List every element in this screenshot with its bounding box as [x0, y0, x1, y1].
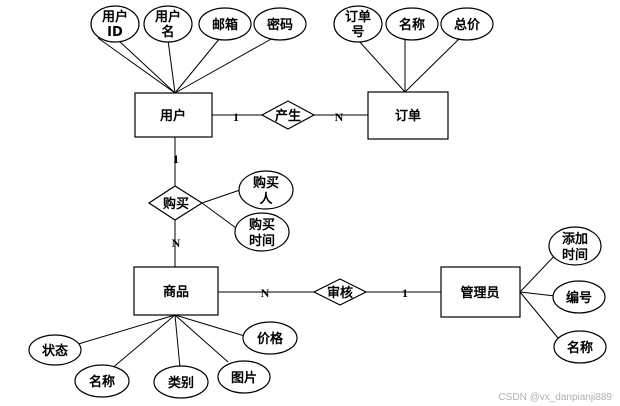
attribute-category: 类别 [153, 365, 209, 399]
relationship-produce-label: 产生 [275, 108, 301, 124]
entity-product: 商品 [133, 266, 219, 316]
watermark-text: CSDN @vx_danpianji889 [498, 392, 612, 403]
attribute-total-price: 总价 [440, 7, 494, 41]
cardinality-produce-order: N [335, 110, 344, 124]
attribute-add-time-line1: 添加 [562, 231, 588, 247]
relationship-buy: 购买 [147, 185, 204, 221]
relationship-produce: 产生 [260, 100, 316, 130]
attribute-user-id: 用户 ID [90, 5, 140, 43]
attribute-admin-name: 名称 [553, 330, 607, 364]
attribute-buy-time-line1: 购买 [249, 217, 275, 233]
attribute-admin-name-label: 名称 [567, 340, 593, 356]
attribute-add-time-line2: 时间 [562, 247, 588, 263]
attribute-product-name: 名称 [74, 364, 130, 398]
attribute-price: 价格 [242, 321, 298, 355]
attribute-price-label: 价格 [257, 331, 284, 347]
attribute-user-id-line1: 用户 [101, 9, 128, 25]
connector-lines [74, 37, 561, 371]
attribute-user-name-line1: 用户 [154, 9, 181, 25]
attribute-order-no-line2: 号 [351, 25, 364, 40]
attribute-category-label: 类别 [168, 375, 194, 391]
entity-order: 订单 [367, 91, 449, 140]
attribute-picture-label: 图片 [231, 370, 257, 386]
attribute-order-name: 名称 [385, 7, 439, 41]
cardinality-buy-product: N [172, 236, 181, 250]
relationship-review-label: 审核 [327, 285, 353, 301]
attribute-picture: 图片 [217, 360, 271, 394]
attribute-buyer-line1: 购买 [253, 175, 279, 191]
attribute-user-name: 用户 名 [143, 5, 193, 43]
attribute-add-time: 添加 时间 [548, 226, 602, 266]
attribute-order-no-line1: 订单 [345, 9, 371, 25]
attribute-buy-time-line2: 时间 [249, 233, 275, 249]
attribute-buyer-line2: 人 [259, 191, 273, 207]
attribute-buy-time: 购买 时间 [234, 212, 290, 252]
attribute-status: 状态 [28, 334, 82, 366]
entity-user: 用户 [134, 92, 213, 138]
entity-product-label: 商品 [163, 284, 189, 300]
attribute-password: 密码 [253, 7, 307, 41]
relationship-review: 审核 [312, 278, 368, 306]
attribute-admin-no: 编号 [552, 280, 606, 314]
attribute-admin-no-label: 编号 [566, 290, 592, 306]
cardinality-product-review: N [261, 286, 270, 300]
entity-order-label: 订单 [395, 108, 421, 124]
cardinality-user-buy: 1 [173, 152, 179, 166]
attribute-product-name-label: 名称 [89, 374, 115, 390]
attribute-order-name-label: 名称 [399, 17, 425, 33]
entity-user-label: 用户 [159, 108, 186, 124]
attribute-status-label: 状态 [42, 343, 68, 359]
attribute-user-name-line2: 名 [161, 24, 174, 40]
entity-admin: 管理员 [440, 266, 521, 318]
attribute-order-no: 订单 号 [333, 5, 383, 43]
relationship-buy-label: 购买 [163, 196, 189, 212]
attribute-total-price-label: 总价 [454, 17, 481, 33]
entity-admin-label: 管理员 [460, 285, 499, 301]
attribute-buyer: 购买 人 [238, 170, 294, 210]
attribute-email-label: 邮箱 [212, 17, 238, 33]
cardinality-review-admin: 1 [402, 286, 408, 300]
attribute-user-id-line2: ID [107, 25, 123, 40]
attribute-email: 邮箱 [198, 7, 252, 41]
attribute-password-label: 密码 [266, 17, 293, 33]
cardinality-user-produce: 1 [233, 110, 239, 124]
